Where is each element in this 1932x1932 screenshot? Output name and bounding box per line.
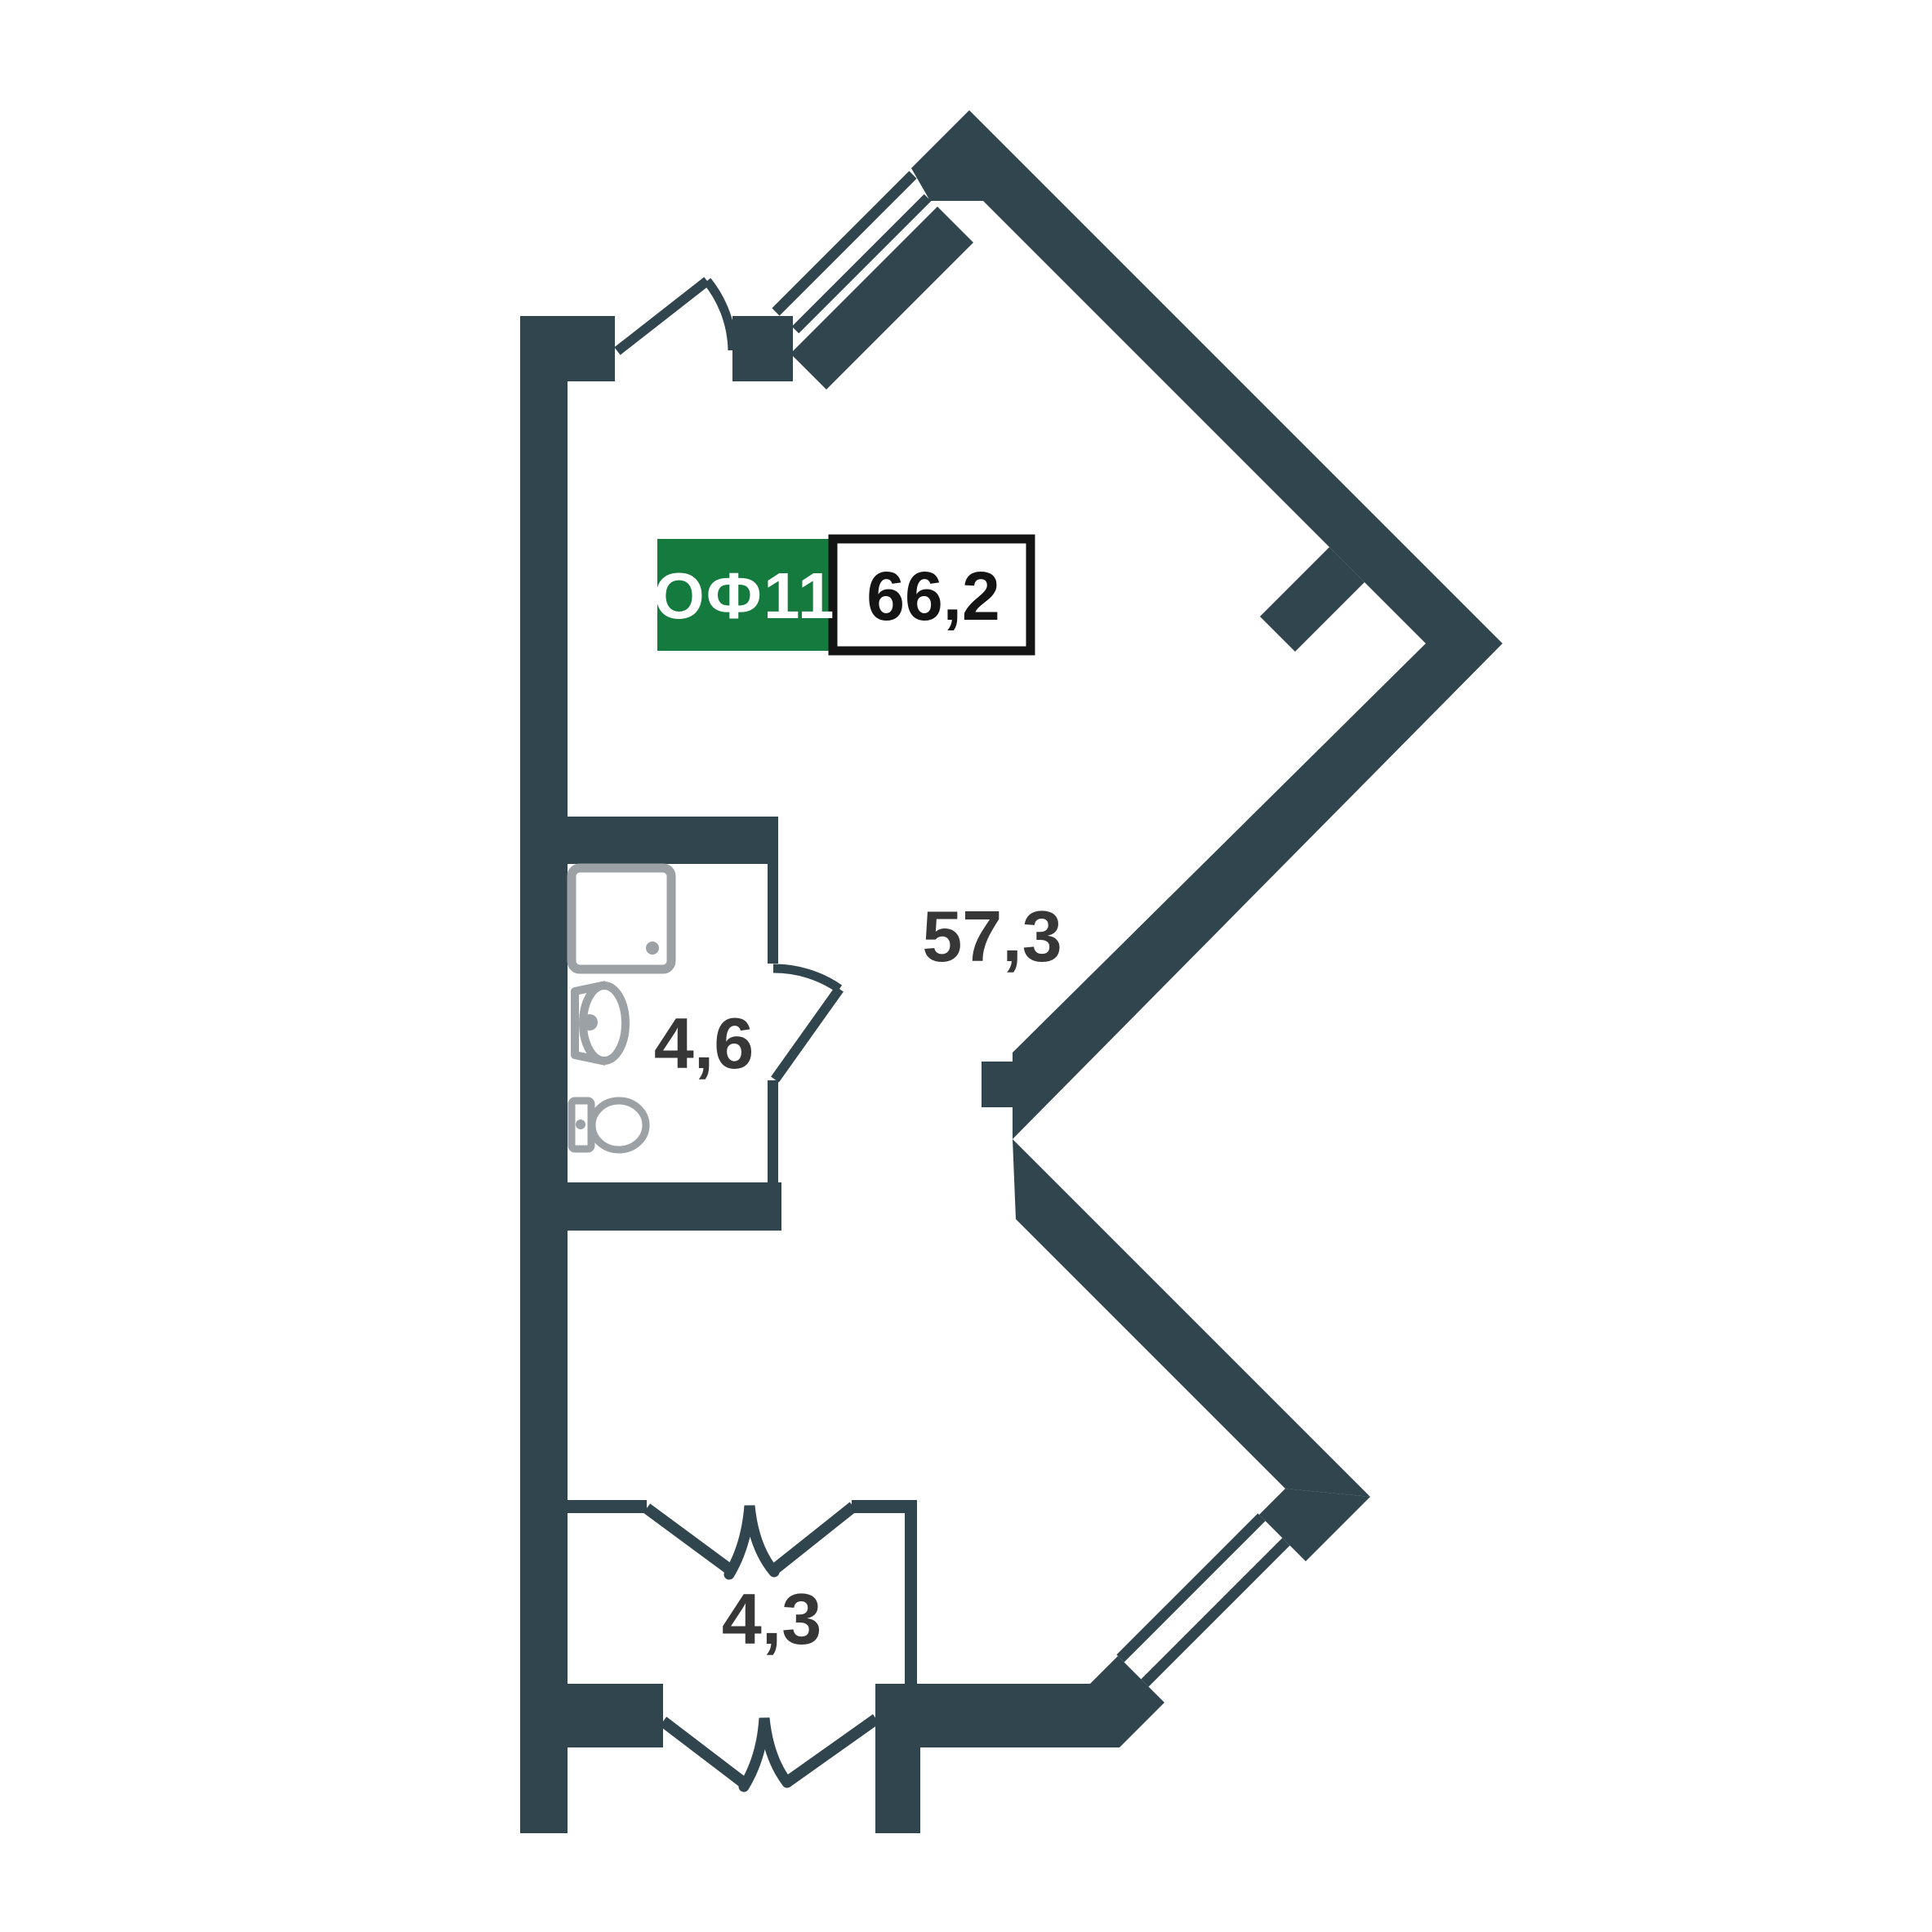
opening-bottom-left-leaf (659, 1716, 750, 1789)
window-top-glazing-line (791, 194, 932, 334)
unit-badge-white-box[interactable] (828, 534, 1035, 656)
bathroom-door-leaf (771, 986, 844, 1083)
entry-right-wall-thin (905, 1513, 917, 1684)
entry-door-arc (703, 278, 737, 351)
opening-top-break-symbol (723, 1505, 780, 1580)
opening-top-right-leaf (769, 1502, 857, 1575)
opening-top-left-leaf (643, 1503, 735, 1575)
shower-icon (567, 863, 676, 974)
wall-bottom-band (920, 1656, 1164, 1747)
window-bottom (1116, 1513, 1290, 1687)
toilet-icon (568, 1097, 650, 1154)
wall-stub-middle (982, 1062, 1044, 1107)
window-top-frame-line (772, 171, 917, 316)
unit-area: 66,2 (866, 558, 1000, 634)
window-bottom-frame-line (1116, 1513, 1266, 1663)
bathroom-right-wall-lower (768, 1080, 778, 1182)
wall-top-block-right (732, 316, 793, 381)
bathroom-bottom-wall (568, 1182, 781, 1231)
bathroom-right-wall-upper (768, 864, 778, 964)
room-label-bathroom: 4,6 (654, 1003, 754, 1084)
wall-northeast (911, 110, 1502, 643)
wall-top-block-left (520, 316, 615, 381)
window-top (772, 171, 973, 390)
wall-southeast (1013, 1139, 1370, 1497)
bathroom-door-arc (772, 964, 843, 993)
wall-stub-northeast (1260, 547, 1364, 652)
room-label-main: 57,3 (922, 896, 1062, 977)
entry-top-wall-right (852, 1500, 917, 1513)
opening-bottom-break-symbol (738, 1717, 793, 1792)
opening-top-double-door (643, 1502, 857, 1580)
entry-bottom-block-left (568, 1684, 663, 1747)
window-top-inner-band (790, 207, 973, 390)
bathroom-door (771, 964, 844, 1083)
unit-number: ОФ11 (653, 559, 835, 632)
opening-bottom-right-leaf (782, 1714, 880, 1787)
entry-door-leaf (614, 277, 710, 355)
entry-door (614, 277, 737, 355)
corner-block-bottom-right (1259, 1489, 1370, 1561)
entry-bottom-bar-right (875, 1684, 920, 1833)
wall-left (520, 316, 568, 1833)
wall-southwest (1013, 643, 1502, 1139)
window-bottom-glazing-line (1141, 1538, 1290, 1687)
room-label-entry: 4,3 (722, 1578, 821, 1659)
bathroom-top-wall (568, 817, 778, 864)
opening-bottom-double-door (659, 1714, 880, 1792)
sink-icon (571, 981, 630, 1066)
entry-top-wall-left (568, 1500, 647, 1513)
unit-badge-green-box[interactable] (657, 539, 833, 651)
unit-badge[interactable]: ОФ11 66,2 (653, 534, 1035, 656)
